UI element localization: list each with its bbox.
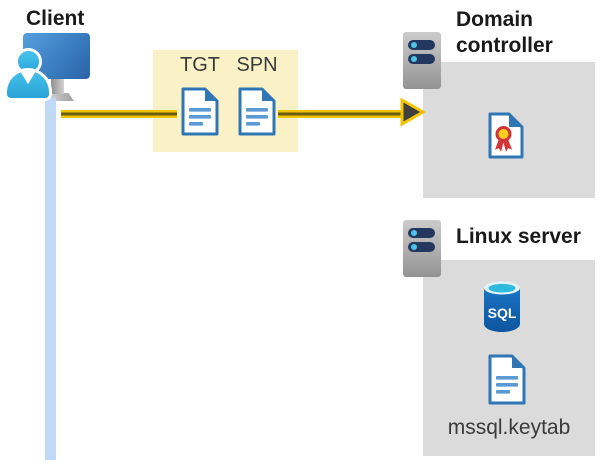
server-drive-bay [408,40,435,50]
monitor-base [43,93,74,101]
certificate-icon [488,112,524,159]
flow-arrow-right-segment [278,110,404,118]
tgt-label: TGT [180,54,220,76]
tgt-document-icon [181,87,219,136]
keytab-file-label: mssql.keytab [447,416,571,439]
server-icon [403,32,441,89]
linux-server-title: Linux server [456,225,581,248]
flow-arrow-left-segment [61,110,177,118]
user-icon [18,51,39,72]
server-led [411,244,417,250]
keytab-document-icon [488,354,526,405]
server-led [411,56,417,62]
spn-document-icon [238,87,276,136]
sql-database-icon: SQL [484,281,520,332]
server-led [411,42,417,48]
client-timeline-line [45,98,56,460]
arrowhead-icon [400,97,426,127]
sql-icon-text: SQL [488,305,517,321]
spn-label: SPN [236,54,278,76]
server-icon [403,220,441,277]
server-drive-bay [408,54,435,64]
server-drive-bay [408,242,435,252]
server-led [411,230,417,236]
domain-controller-title: Domain controller [456,8,553,57]
monitor-stand [51,78,64,94]
client-title: Client [26,7,85,30]
server-drive-bay [408,228,435,238]
